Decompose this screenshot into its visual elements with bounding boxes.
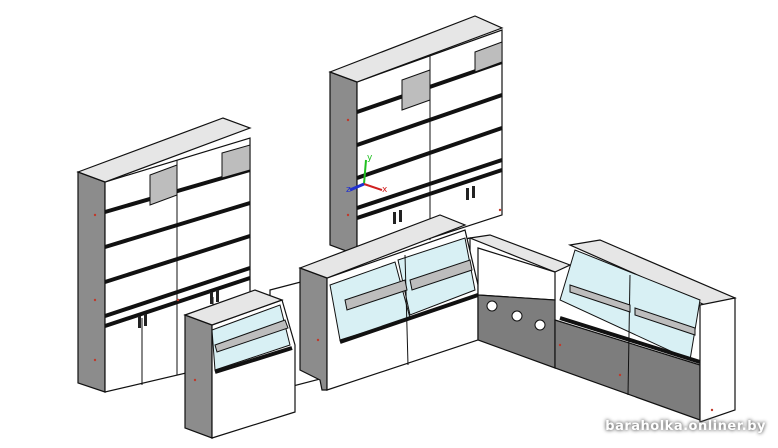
axis-label-x: x (382, 185, 388, 195)
axis-gizmo: y x z (346, 153, 388, 195)
axis-label-z: z (346, 185, 351, 195)
bookcase-right (328, 15, 504, 263)
corner-counter (467, 234, 572, 369)
display-counter-right (554, 239, 737, 423)
display-counter-small (183, 289, 296, 439)
vertex-markers (93, 118, 714, 412)
watermark: baraholka.onliner.by (605, 419, 766, 434)
axis-label-y: y (367, 153, 373, 163)
display-counter-double (298, 214, 479, 391)
